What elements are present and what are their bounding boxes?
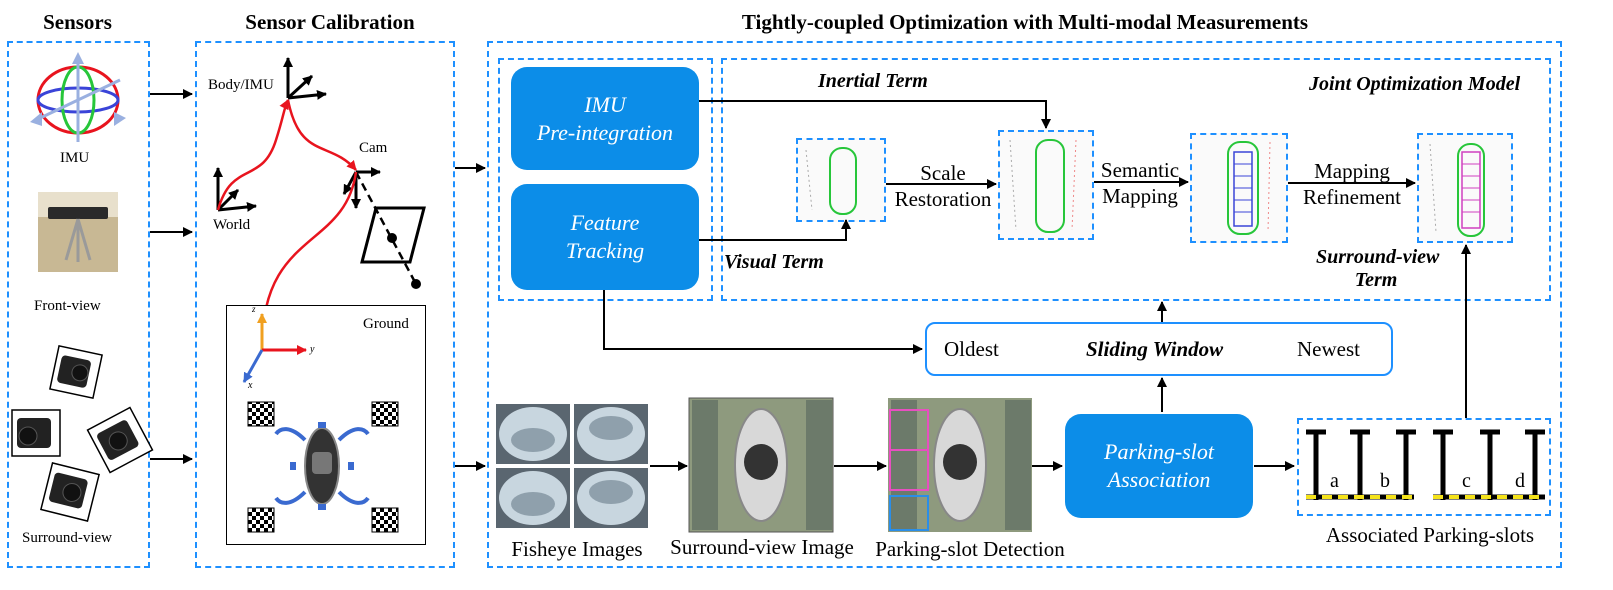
optimization-panel bbox=[487, 41, 1562, 568]
ground-label: Ground bbox=[363, 316, 409, 332]
inertial-term-label: Inertial Term bbox=[818, 70, 928, 92]
checkerboard bbox=[371, 401, 399, 427]
body-to-cam-curve bbox=[286, 99, 357, 171]
image-plane bbox=[360, 206, 426, 264]
body-imu-label: Body/IMU bbox=[208, 77, 274, 93]
imu-label: IMU bbox=[60, 150, 90, 166]
ground-x-axis bbox=[242, 349, 264, 383]
surround-view-image bbox=[688, 397, 834, 533]
checkerboard bbox=[371, 507, 399, 533]
world-to-body-curve bbox=[216, 99, 290, 211]
sensors-panel bbox=[7, 41, 150, 568]
body-imu-frame bbox=[283, 57, 327, 100]
surround-view-cameras bbox=[11, 345, 154, 523]
joint-optimization-panel bbox=[721, 58, 1551, 301]
semantic-mapping-label: Semantic Mapping bbox=[1100, 158, 1180, 208]
ground-x-label: x bbox=[248, 380, 253, 391]
front-view-label: Front-view bbox=[34, 298, 101, 314]
map-thumbnail-scaled bbox=[998, 130, 1094, 240]
sliding-window-label: Sliding Window bbox=[1086, 337, 1224, 361]
inertial-term-arrow bbox=[699, 100, 1051, 129]
surround-term-label: Surround-view Term bbox=[1316, 246, 1440, 291]
checkerboard bbox=[247, 401, 275, 427]
calibration-header: Sensor Calibration bbox=[245, 10, 415, 34]
ground-z-label: z bbox=[252, 304, 256, 314]
associated-slots-graphic bbox=[1306, 429, 1545, 500]
sliding-window-box bbox=[925, 322, 1393, 376]
imu-preintegration-box: IMU Pre-integration bbox=[511, 67, 699, 170]
oldest-label: Oldest bbox=[944, 337, 999, 361]
slot-label-a: a bbox=[1330, 470, 1339, 492]
surround-view-image-caption: Surround-view Image bbox=[670, 535, 854, 559]
imu-icon bbox=[30, 52, 126, 142]
visual-term-label: Visual Term bbox=[724, 251, 824, 273]
calibration-panel bbox=[195, 41, 455, 568]
visual-term-arrow bbox=[699, 219, 851, 241]
slot-label-b: b bbox=[1380, 470, 1390, 492]
parking-slot-association-box: Parking-slot Association bbox=[1065, 414, 1253, 518]
sensors-header: Sensors bbox=[43, 10, 112, 34]
slot-label-c: c bbox=[1462, 470, 1471, 492]
fisheye-images-caption: Fisheye Images bbox=[511, 537, 643, 561]
newest-label: Newest bbox=[1297, 337, 1360, 361]
parking-slot-detection-caption: Parking-slot Detection bbox=[875, 537, 1065, 561]
frontend-panel bbox=[498, 58, 713, 301]
joint-model-label: Joint Optimization Model bbox=[1309, 73, 1521, 95]
projection-ray bbox=[354, 171, 418, 285]
scale-restoration-label: Scale Restoration bbox=[894, 161, 992, 211]
fisheye-images bbox=[496, 404, 648, 528]
feature-to-window-arrow bbox=[603, 290, 923, 354]
optimization-header: Tightly-coupled Optimization with Multi-… bbox=[741, 10, 1309, 34]
projected-point bbox=[387, 233, 397, 243]
feature-tracking-box: Feature Tracking bbox=[511, 184, 699, 290]
associated-slots-panel bbox=[1297, 418, 1551, 516]
mapping-refinement-label: Mapping Refinement bbox=[1303, 159, 1401, 209]
ground-y-label: y bbox=[310, 344, 315, 355]
slot-label-d: d bbox=[1515, 470, 1525, 492]
parking-slot-detection-image bbox=[888, 398, 1032, 532]
cam-label: Cam bbox=[359, 140, 388, 156]
associated-parking-slots-caption: Associated Parking-slots bbox=[1325, 523, 1535, 547]
surround-view-label: Surround-view bbox=[22, 530, 112, 546]
map-content bbox=[805, 139, 1485, 237]
checkerboard bbox=[247, 507, 275, 533]
world-point bbox=[411, 279, 421, 289]
world-label: World bbox=[213, 217, 251, 233]
world-frame bbox=[213, 167, 257, 212]
front-view-camera-photo bbox=[38, 192, 118, 272]
